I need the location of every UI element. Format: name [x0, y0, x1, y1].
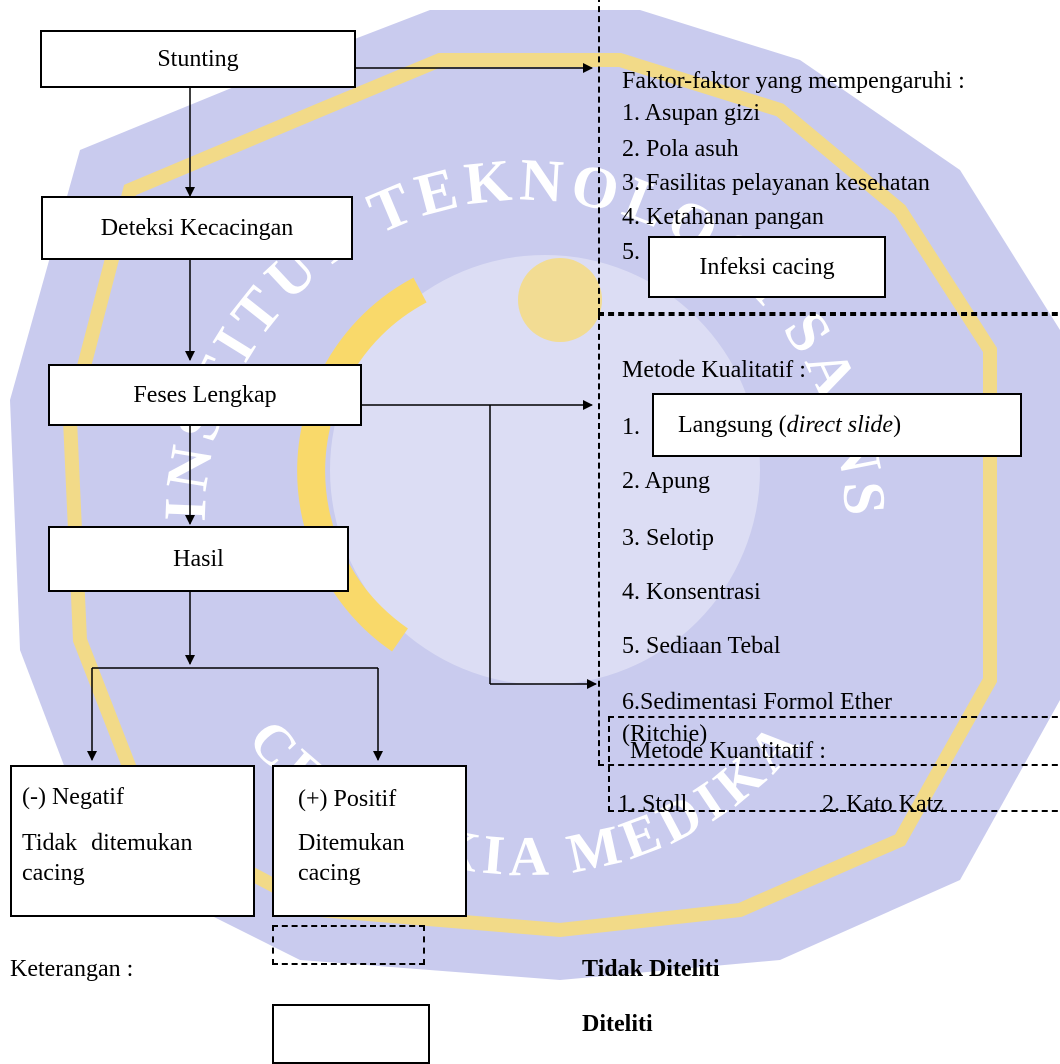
langsung-label: Langsung ( — [678, 411, 787, 438]
negatif-desc-line1: Tidak ditemukan — [22, 830, 193, 856]
hasil-box: Hasil — [48, 526, 349, 592]
feses-box: Feses Lengkap — [48, 364, 362, 426]
langsung-close: ) — [893, 411, 902, 438]
positif-label: (+) Positif — [298, 786, 397, 812]
negatif-label: (-) Negatif — [22, 784, 124, 810]
kualitatif-item-1-number: 1. — [622, 414, 640, 440]
kualitatif-item-6-line1: 6.Sedimentasi Formol Ether — [622, 689, 892, 715]
kuantitatif-title: Metode Kuantitatif : — [630, 738, 826, 764]
infeksi-cacing-label: Infeksi cacing — [699, 253, 835, 280]
negatif-desc-line2: cacing — [22, 860, 85, 886]
deteksi-box: Deteksi Kecacingan — [41, 196, 353, 260]
legend-dashed-swatch — [272, 925, 425, 965]
hasil-label: Hasil — [173, 545, 224, 572]
faktor-item-4: 4. Ketahanan pangan — [622, 204, 824, 230]
legend-title: Keterangan : — [10, 956, 134, 982]
kualitatif-item-2: 2. Apung — [622, 468, 711, 494]
legend-solid-label: Diteliti — [582, 1011, 653, 1037]
kualitatif-item-6-line2: (Ritchie) — [622, 721, 708, 747]
faktor-title: Faktor-faktor yang mempengaruhi : — [622, 68, 965, 94]
kuantitatif-dashed-box — [608, 716, 1060, 812]
kualitatif-item-4: 4. Konsentrasi — [622, 579, 761, 605]
legend-solid-swatch — [272, 1004, 430, 1064]
positif-desc-line1: Ditemukan — [298, 830, 405, 856]
kualitatif-dashed-box — [598, 314, 1060, 766]
langsung-box: Langsung (direct slide) — [652, 393, 1022, 457]
langsung-italic: direct slide — [786, 411, 894, 438]
stunting-box: Stunting — [40, 30, 356, 88]
kuantitatif-item-2: 2. Kato Katz — [822, 791, 944, 817]
kualitatif-item-3: 3. Selotip — [622, 525, 715, 551]
faktor-item-1: 1. Asupan gizi — [622, 100, 760, 126]
kualitatif-item-5: 5. Sediaan Tebal — [622, 633, 781, 659]
faktor-item-3: 3. Fasilitas pelayanan kesehatan — [622, 170, 930, 196]
faktor-item-5-number: 5. — [622, 239, 640, 265]
positif-box: (+) Positif Ditemukan cacing — [272, 765, 467, 917]
positif-desc-line2: cacing — [298, 860, 361, 886]
faktor-dashed-box — [598, 0, 1060, 314]
legend-dashed-label: Tidak Diteliti — [582, 956, 720, 982]
stunting-label: Stunting — [157, 45, 239, 72]
infeksi-cacing-box: Infeksi cacing — [648, 236, 886, 298]
deteksi-label: Deteksi Kecacingan — [100, 214, 294, 241]
faktor-item-2: 2. Pola asuh — [622, 136, 739, 162]
negatif-box: (-) Negatif Tidak ditemukan cacing — [10, 765, 255, 917]
kuantitatif-item-1: 1. Stoll — [618, 791, 688, 817]
feses-label: Feses Lengkap — [133, 381, 277, 408]
kualitatif-title: Metode Kualitatif : — [622, 357, 806, 383]
